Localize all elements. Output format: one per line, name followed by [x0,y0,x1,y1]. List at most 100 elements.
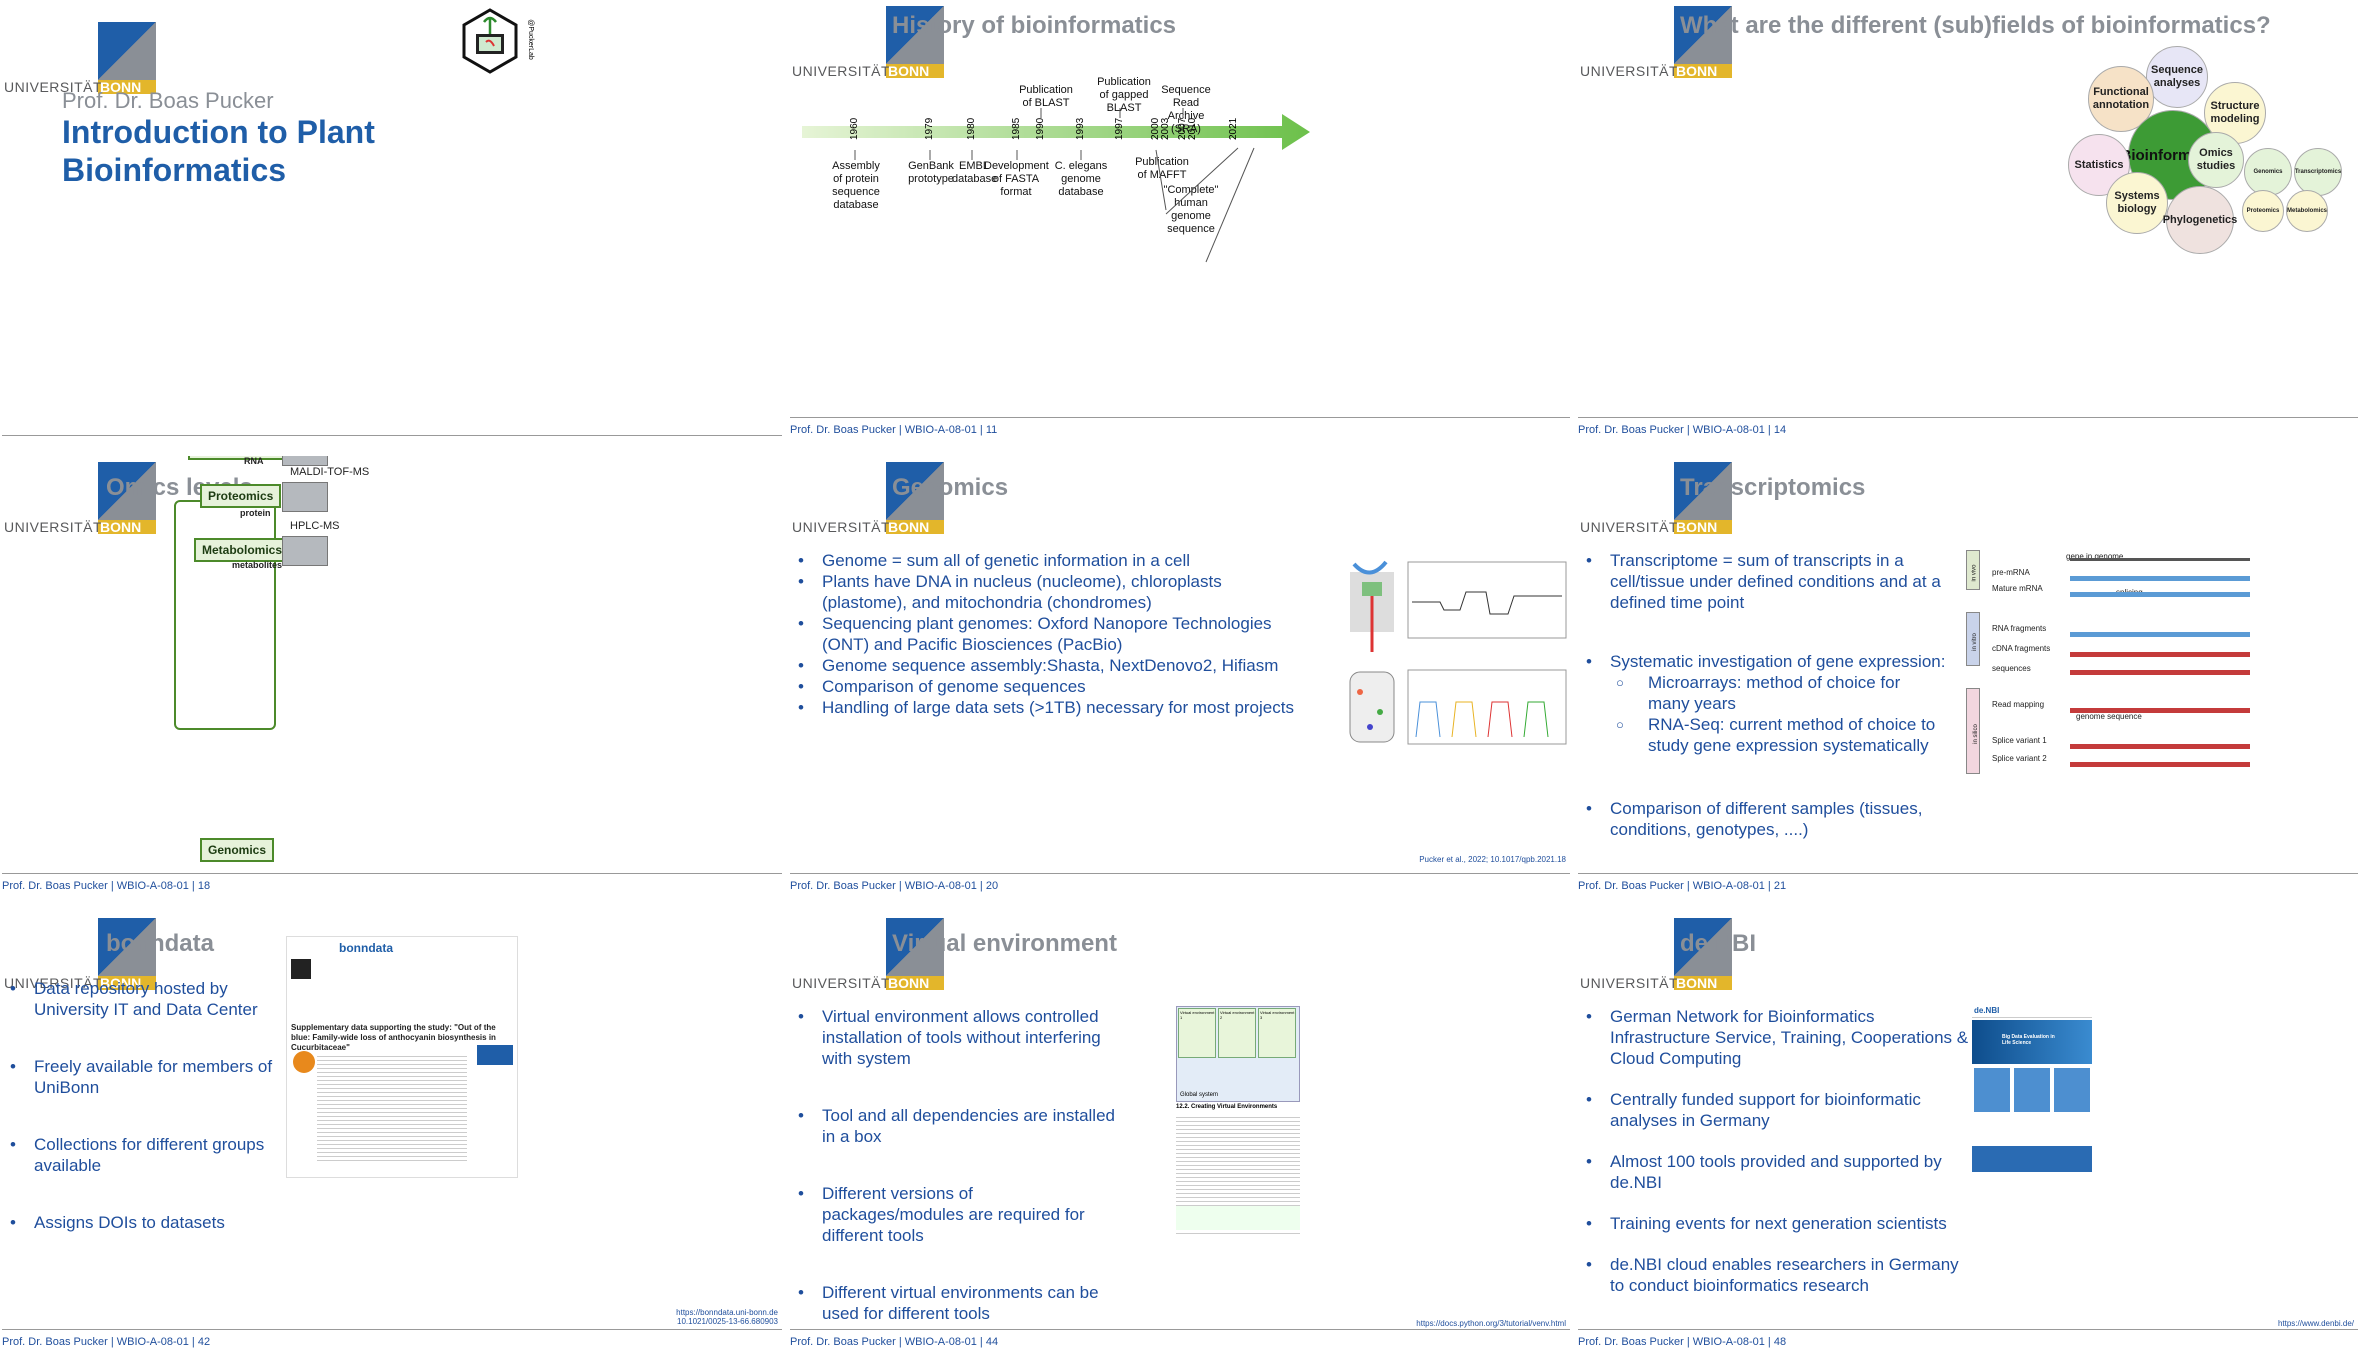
bullet-item: Assigns DOIs to datasets [0,1212,290,1233]
bonndata-screenshot: bonndata Supplementary data supporting t… [286,936,518,1178]
device-image [282,456,328,466]
figure-arrow [2070,558,2250,561]
figure-label: cDNA fragments [1992,644,2051,653]
bubble-systems-biology: Systems biology [2106,172,2168,234]
lab-handle: @PuckerLab [526,19,534,60]
slide-title: What are the different (sub)fields of bi… [1680,12,2271,39]
reference: Pucker et al., 2022; 10.1017/qpb.2021.18 [1419,855,1566,864]
lab-logo: @PuckerLab [460,8,534,74]
timeline-event: Publication of BLAST [1019,84,1073,109]
bubble-phylogenetics: Phylogenetics [2163,186,2237,254]
timeline-event: Publication of MAFFT [1135,156,1189,181]
molecule-label: metabolites [232,560,283,570]
separator [2,435,782,436]
bullet-list: Genome = sum all of genetic information … [788,550,1308,718]
stage-label: in vitro [1971,633,1978,651]
figure-label: RNA fragments [1992,624,2047,633]
stage-bar [1966,688,1980,774]
omics-level-transcriptomics: Transcriptomics [188,456,297,460]
figure-label: Mature mRNA [1992,584,2043,593]
figure-arrow [2070,592,2250,597]
bullet-item: Genome = sum all of genetic information … [788,550,1308,571]
bullet-item: Handling of large data sets (>1TB) neces… [788,697,1308,718]
timeline-event: Sequence Read Archive (SRA) [1161,84,1211,135]
timeline-event: "Complete" human genome sequence [1163,184,1219,235]
bullet-item: Sequencing plant genomes: Oxford Nanopor… [788,613,1308,655]
denbi-tile-3 [2054,1068,2090,1112]
bonndata-brand: bonndata [339,941,393,955]
title-line-2: Bioinformatics [62,152,287,188]
bullet-list: Virtual environment allows controlled in… [788,1006,1118,1356]
slide-title: Transcriptomics [1680,474,1866,501]
bonndata-lines [317,1053,467,1163]
bullet-list: Transcriptome = sum of transcripts in a … [1576,550,1946,840]
slide-footer: Prof. Dr. Boas Pucker | WBIO-A-08-01 | 4… [790,1329,1570,1348]
omics-level-proteomics: Proteomics [200,484,282,508]
slide-footer: Prof. Dr. Boas Pucker | WBIO-A-08-01 | 4… [2,1329,782,1348]
device-label: MALDI-TOF-MS [290,466,370,478]
denbi-brand: de.NBI [1974,1006,2000,1015]
timeline-event: GenBank prototype [908,160,954,185]
bullet-item: German Network for Bioinformatics Infras… [1576,1006,1976,1069]
doc-heading: 12.2. Creating Virtual Environments [1176,1104,1278,1110]
molecule-label: RNA [244,456,264,466]
timeline-event: Development of FASTA format [984,160,1049,198]
slide-title: Genomics [892,474,1009,501]
timeline-event: C. elegans genome database [1054,160,1108,198]
global-label: Global system [1180,1092,1219,1098]
figure-arrow [2070,652,2250,657]
author-name: Prof. Dr. Boas Pucker [62,88,274,113]
slide-footer: Prof. Dr. Boas Pucker | WBIO-A-08-01 | 1… [2,873,782,892]
bubble-transcriptomics: Transcriptomics [2294,148,2342,196]
bullet-item: Almost 100 tools provided and supported … [1576,1151,1976,1193]
denbi-hero [1972,1020,2092,1064]
bullet-item: de.NBI cloud enables researchers in Germ… [1576,1254,1976,1296]
bullet-item: Centrally funded support for bioinformat… [1576,1089,1976,1131]
bonndata-buttons [477,1045,513,1065]
bubble-sequence-analyses: Sequence analyses [2146,46,2208,108]
denbi-tile-2 [2014,1068,2050,1112]
bullet-item: Virtual environment allows controlled in… [788,1006,1118,1069]
slide-footer: Prof. Dr. Boas Pucker | WBIO-A-08-01 | 4… [1578,1329,2358,1348]
timeline-event: Publication of gapped BLAST [1097,76,1151,114]
sequencing-figure [1340,552,1568,782]
venv-box: Virtual environment 2 [1218,1008,1256,1058]
bullet-text: Systematic investigation of gene express… [1610,652,1946,671]
figure-arrow [2070,670,2250,675]
denbi-screenshot: de.NBI Big Data Evaluation in Life Scien… [1972,1004,2360,1236]
slide-footer: Prof. Dr. Boas Pucker | WBIO-A-08-01 | 1… [1578,417,2358,436]
stage-bar [1966,612,1980,666]
denbi-header [1972,1004,2092,1018]
reference: https://www.denbi.de/ [2277,1319,2354,1328]
bullet-list: German Network for Bioinformatics Infras… [1576,1006,1976,1316]
bullet-item: Collections for different groups availab… [0,1134,290,1176]
figure-label: Read mapping [1992,700,2045,709]
venv-label: Virtual environment 1 [1180,1010,1215,1020]
bubble-genomics: Genomics [2244,148,2292,196]
stage-label: in silico [1972,724,1979,744]
bullet-item: Transcriptome = sum of transcripts in a … [1576,550,1946,613]
stage-bar [1966,550,1980,590]
timeline-event: Assembly of protein sequence database [832,160,880,211]
omics-diagram [174,500,276,730]
denbi-hero-text: Big Data Evaluation in Life Science [2002,1034,2055,1046]
slide-title: Virtual environment [892,930,1117,957]
bullet-item: Plants have DNA in nucleus (nucleome), c… [788,571,1308,613]
figure-label: pre-mRNA [1992,568,2030,577]
bullet-item: Genome sequence assembly:Shasta, NextDen… [788,655,1308,676]
figure-label: Splice variant 2 [1992,754,2047,763]
